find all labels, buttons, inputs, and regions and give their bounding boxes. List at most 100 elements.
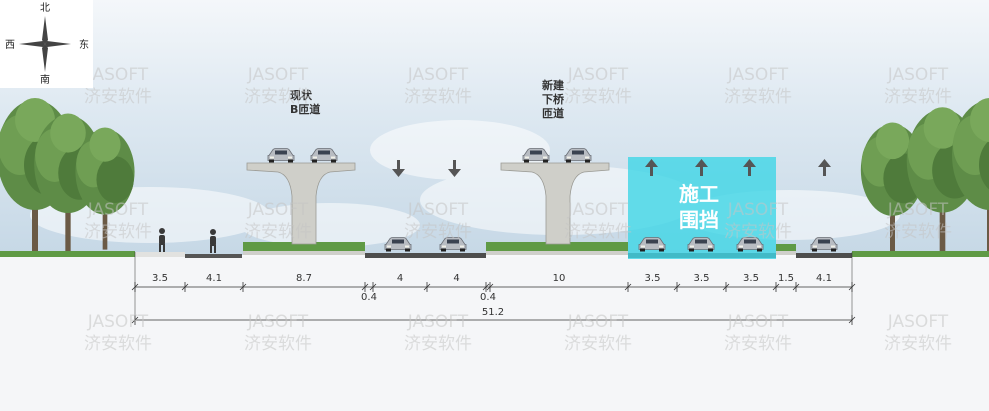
watermark-cjk: 济安软件 xyxy=(884,222,952,242)
watermark-cjk: 济安软件 xyxy=(404,87,472,107)
dimension-lines xyxy=(131,252,856,325)
arrow-up-icon xyxy=(695,159,708,176)
watermark-latin: JASOFT xyxy=(567,200,629,220)
car-icon xyxy=(810,236,838,253)
watermark-latin: JASOFT xyxy=(887,312,949,332)
arrow-down-icon xyxy=(448,160,461,177)
ground xyxy=(0,257,989,411)
watermark-latin: JASOFT xyxy=(727,65,789,85)
watermark-latin: JASOFT xyxy=(887,200,949,220)
watermark-cjk: 济安软件 xyxy=(244,222,312,242)
car-icon xyxy=(638,236,666,253)
existing-ramp-bridge xyxy=(246,162,356,245)
compass-north-label: 北 xyxy=(40,2,50,14)
watermark-cjk: 济安软件 xyxy=(724,222,792,242)
watermark-cjk: 济安软件 xyxy=(564,222,632,242)
watermark-cjk: 济安软件 xyxy=(84,87,152,107)
dimension-label-small: 0.4 xyxy=(480,292,496,303)
watermark-cjk: 济安软件 xyxy=(884,334,952,354)
arrow-up-icon xyxy=(743,159,756,176)
construction-fence-label-line2: 围挡 xyxy=(679,208,719,232)
dimension-label: 3.5 xyxy=(645,273,661,284)
grass-strips xyxy=(0,242,989,257)
dimension-tick xyxy=(673,282,681,292)
new-ramp-bridge xyxy=(500,162,610,245)
watermark-latin: JASOFT xyxy=(407,312,469,332)
watermark-cjk: 济安软件 xyxy=(564,334,632,354)
dimension-label-small: 0.4 xyxy=(361,292,377,303)
watermark-cjk: 济安软件 xyxy=(84,222,152,242)
watermark-cjk: 济安软件 xyxy=(564,87,632,107)
dimension-label: 1.5 xyxy=(778,273,794,284)
watermark-cjk: 济安软件 xyxy=(404,334,472,354)
dimension-label: 3.5 xyxy=(743,273,759,284)
new-ramp-label-line2: 下桥 xyxy=(542,92,565,106)
watermark-latin: JASOFT xyxy=(727,312,789,332)
watermark-cjk: 济安软件 xyxy=(244,87,312,107)
watermark-latin: JASOFT xyxy=(87,65,149,85)
construction-fence-label-line1: 施工 xyxy=(679,182,719,206)
car-icon xyxy=(267,147,295,163)
dimension-label: 8.7 xyxy=(296,273,312,284)
new-ramp-label-line1: 新建 xyxy=(542,78,565,92)
construction-fence-label: 施工 围挡 xyxy=(679,182,719,232)
watermark-cjk: 济安软件 xyxy=(724,334,792,354)
watermark-cjk: 济安软件 xyxy=(244,334,312,354)
dimension-label: 4.1 xyxy=(816,273,832,284)
watermark-latin: JASOFT xyxy=(407,65,469,85)
dimension-tick xyxy=(369,282,377,292)
compass-rose-icon xyxy=(19,16,71,72)
compass: 北 南 西 东 xyxy=(0,0,93,88)
watermark: JASOFT济安软件JASOFT济安软件JASOFT济安软件JASOFT济安软件… xyxy=(84,65,952,354)
existing-ramp-label-line2: B匝道 xyxy=(290,102,320,116)
total-width-label: 51.2 xyxy=(482,307,504,318)
compass-west-label: 西 xyxy=(5,40,15,51)
dimension-tick xyxy=(792,282,800,292)
watermark-latin: JASOFT xyxy=(727,200,789,220)
traffic-arrows xyxy=(392,159,831,177)
dimension-tick xyxy=(772,282,780,292)
dimension-tick xyxy=(239,282,247,292)
new-ramp-label-line3: 匝道 xyxy=(542,106,564,120)
watermark-cjk: 济安软件 xyxy=(404,222,472,242)
dimension-label: 4 xyxy=(453,273,459,284)
dimension-label: 4 xyxy=(397,273,403,284)
car-icon xyxy=(522,147,550,163)
dimension-label: 10 xyxy=(553,273,566,284)
dimension-tick xyxy=(486,282,494,292)
ramp-labels: 现状 B匝道 新建 下桥 匝道 xyxy=(290,78,565,120)
compass-east-label: 东 xyxy=(79,38,89,51)
dimension-tick xyxy=(482,282,490,292)
watermark-latin: JASOFT xyxy=(567,312,629,332)
watermark-cjk: 济安软件 xyxy=(884,87,952,107)
dimension-tick xyxy=(624,282,632,292)
watermark-cjk: 济安软件 xyxy=(724,87,792,107)
car-icon xyxy=(564,147,592,163)
watermark-latin: JASOFT xyxy=(407,200,469,220)
watermark-latin: JASOFT xyxy=(247,65,309,85)
watermark-latin: JASOFT xyxy=(87,200,149,220)
car-icon xyxy=(310,147,338,163)
watermark-cjk: 济安软件 xyxy=(84,334,152,354)
dimension-label: 3.5 xyxy=(152,273,168,284)
pedestrian-icon xyxy=(210,229,216,253)
car-icon xyxy=(687,236,715,253)
dimension-labels: 3.5 4.1 8.7 4 4 10 3.5 3.5 3.5 1.5 4.1 0.4 0.4 51.2 xyxy=(152,273,832,318)
arrow-down-icon xyxy=(392,160,405,177)
arrow-up-icon xyxy=(818,159,831,176)
dimension-tick xyxy=(361,282,369,292)
dimension-tick xyxy=(181,282,189,292)
watermark-latin: JASOFT xyxy=(87,312,149,332)
pedestrian-icon xyxy=(159,228,165,252)
arrow-up-icon xyxy=(645,159,658,176)
watermark-latin: JASOFT xyxy=(887,65,949,85)
compass-south-label: 南 xyxy=(40,73,50,86)
existing-ramp-label-line1: 现状 xyxy=(290,88,313,102)
dimension-label: 4.1 xyxy=(206,273,222,284)
dimension-label: 3.5 xyxy=(694,273,710,284)
dimension-tick xyxy=(722,282,730,292)
watermark-latin: JASOFT xyxy=(567,65,629,85)
watermark-latin: JASOFT xyxy=(247,200,309,220)
